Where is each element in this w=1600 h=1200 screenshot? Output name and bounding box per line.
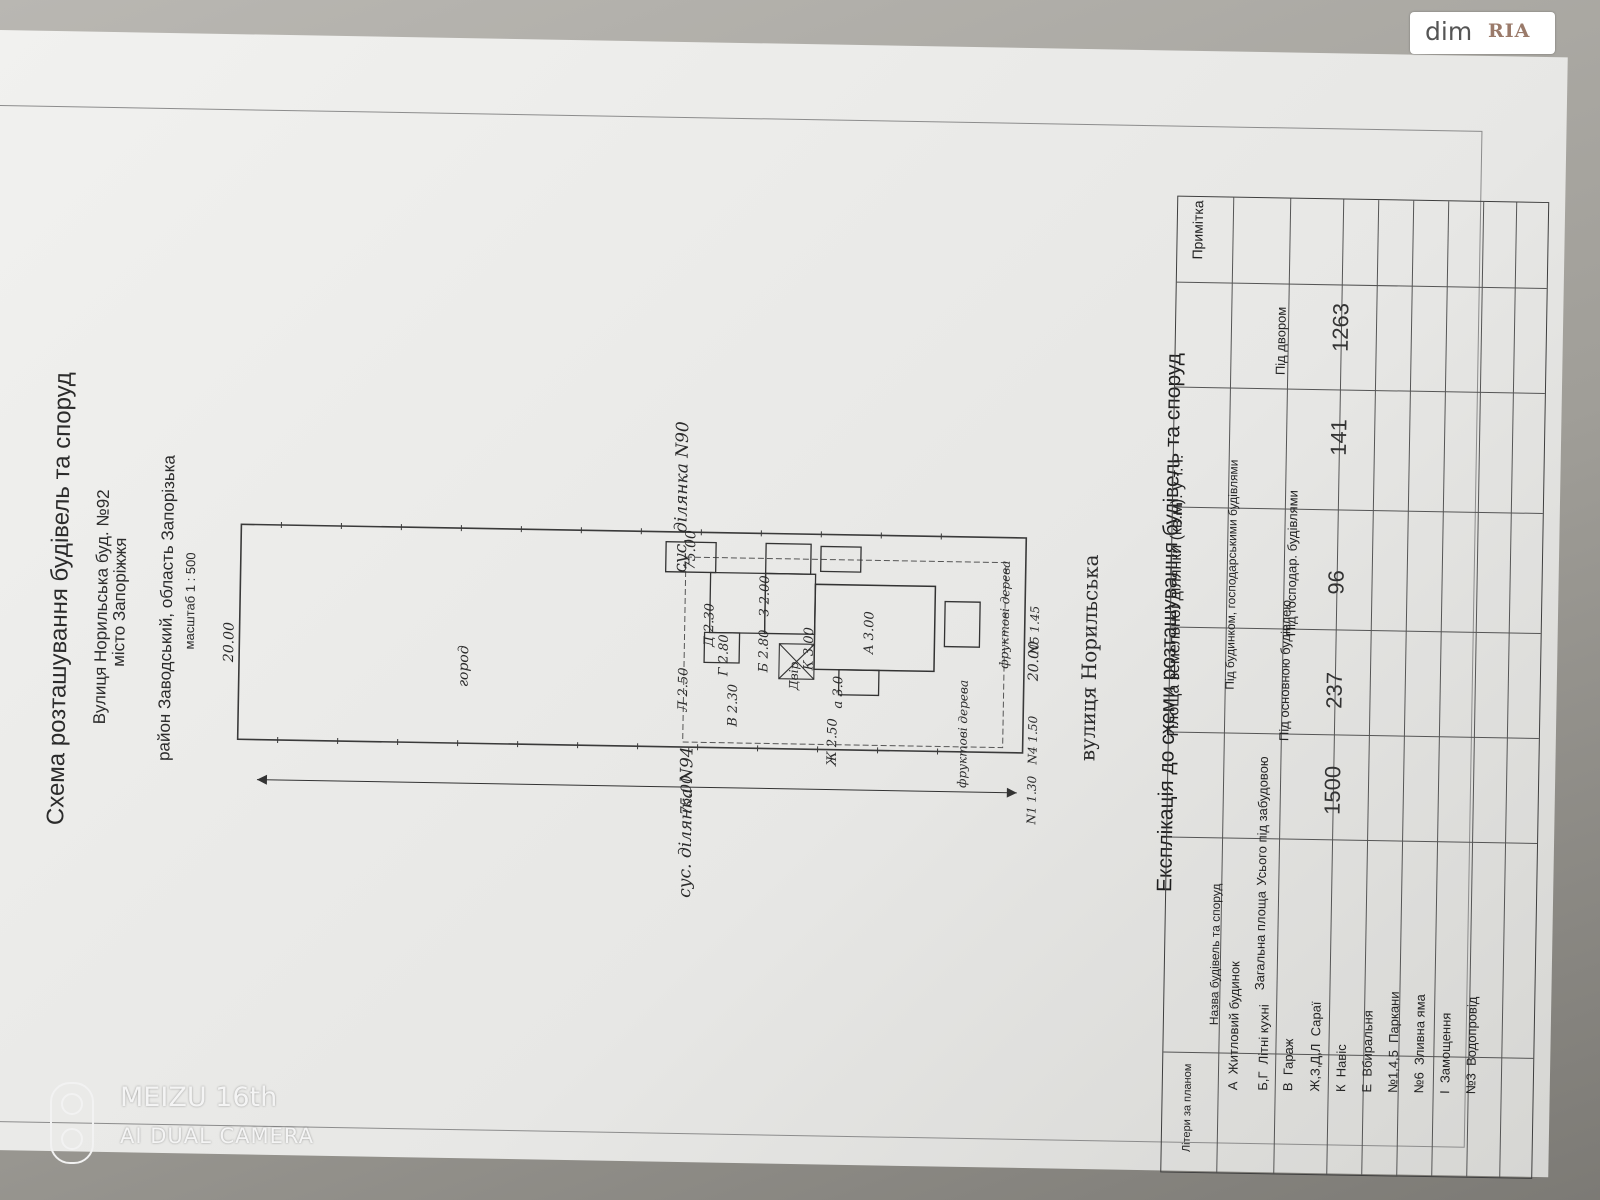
camera-watermark: MEIZU 16th AI DUAL CAMERA — [50, 1082, 350, 1164]
building-L-label: Л 2.50 — [675, 667, 692, 712]
table-row: №1,4,5 Паркани — [1385, 991, 1402, 1094]
dual-camera-icon — [50, 1082, 94, 1164]
value-yard: 1263 — [1327, 302, 1354, 353]
building-K — [778, 643, 815, 680]
header-sub: Під будинком, господарськими будівлями — [1222, 459, 1241, 690]
header-main: Під основною будівлею — [1276, 599, 1294, 742]
value-total: 1500 — [1319, 765, 1346, 816]
dim-length-right: 75.00 — [682, 529, 700, 571]
building-a-label: а 3.0 — [830, 675, 847, 709]
city-name: місто Запоріжжя — [108, 537, 131, 667]
site-plan — [236, 521, 1028, 798]
building-L — [664, 541, 717, 574]
table-row: Б,Г Літні кухні — [1255, 1004, 1272, 1091]
dim-width-top: 20.00 — [221, 621, 238, 663]
value-main: 96 — [1323, 569, 1349, 595]
table-row: Ж,З,Д,Л Сараї — [1307, 1001, 1324, 1092]
header-name: Назва будівель та споруд — [1206, 883, 1224, 1026]
building-G — [764, 542, 812, 575]
fruit-trees-b: фруктові дерева — [997, 560, 1013, 669]
dim-n1: N1 1.30 — [1024, 775, 1040, 825]
building-A-label: А 3.00 — [861, 611, 878, 655]
dim-length-left: 75.00 — [678, 774, 696, 816]
table-row: №6 Зливна яма — [1411, 994, 1428, 1094]
building-K-label: К 3.00 — [801, 627, 818, 671]
building-Z-label: З 2.00 — [757, 575, 774, 617]
value-built: 237 — [1321, 671, 1347, 709]
building-Zh — [703, 631, 741, 664]
header-letter: Літери за планом — [1180, 1063, 1195, 1153]
building-Z — [943, 600, 981, 648]
building-D-label: Д 2.30 — [701, 603, 718, 647]
fruit-trees-a: фруктові дерева — [954, 679, 971, 789]
value-outbuild: 141 — [1325, 418, 1352, 456]
header-built: Усього під забудовою — [1253, 756, 1272, 886]
document-sheet: Схема розташування будівель та споруд Ву… — [0, 30, 1568, 1179]
camera-subtitle: AI DUAL CAMERA — [120, 1124, 315, 1148]
dim-n5: N5 1.45 — [1027, 605, 1043, 655]
table-row: В Гараж — [1280, 1038, 1297, 1092]
table-row: К Навіс — [1333, 1044, 1350, 1093]
table-row: I Замощення — [1437, 1012, 1454, 1095]
dim-logo-text: dim — [1425, 17, 1473, 46]
header-yard: Під двором — [1272, 306, 1289, 376]
yard-label: Двір — [786, 661, 802, 691]
building-D — [820, 545, 862, 573]
garden-label: город — [455, 645, 473, 688]
header-note: Примітка — [1189, 200, 1207, 260]
table-row: А Житловий будинок — [1225, 961, 1243, 1091]
col-divider — [1499, 202, 1518, 1178]
table-row: Е Вбиральня — [1359, 1010, 1376, 1093]
camera-brand: MEIZU 16th — [120, 1082, 278, 1113]
dim-ria-watermark: dim RIA — [1410, 12, 1555, 54]
table-row: №3 Водопровід — [1463, 996, 1480, 1095]
plot-boundary — [236, 523, 1028, 754]
scale-label: масштаб 1 : 500 — [181, 552, 199, 650]
dim-n4: N4 1.50 — [1025, 715, 1041, 765]
street-label: вулиця Норильська — [1075, 554, 1104, 762]
building-a — [837, 669, 880, 697]
header-outbuild: Під господар. будівлями — [1283, 489, 1301, 637]
ria-logo-text: RIA — [1488, 20, 1531, 42]
header-area: Площа земельної ділянки (кв.м). у т.ч. — [1164, 454, 1187, 737]
explication-table: Примітка Площа земельної ділянки (кв.м).… — [1160, 195, 1550, 1179]
building-B-label: Б 2.80 — [756, 629, 773, 673]
building-G-label: Г 2.80 — [716, 634, 733, 677]
